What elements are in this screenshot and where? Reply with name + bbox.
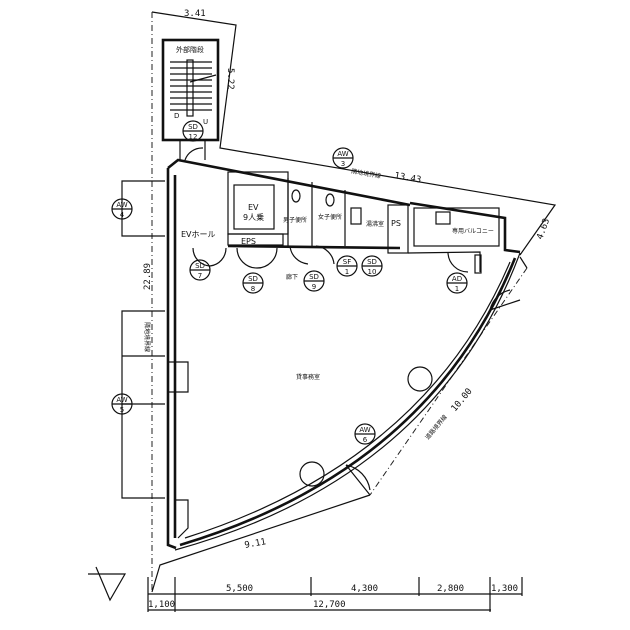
mens-wc-label: 男子便所 [283,216,307,224]
tag-number: 1 [345,268,349,276]
eps-label: EPS [241,237,256,246]
tag-aw-6: AW 6 [354,423,376,445]
building-walls [121,158,521,551]
north-boundary-label: 隣地境界線 [351,167,382,180]
dim-south: 9.11 [244,537,267,551]
ev-label: EV [248,203,259,212]
tag-number: 3 [341,160,345,168]
tag-sd-12: SD 12 [182,120,204,142]
tag-type: AW [359,426,370,434]
tag-number: 4 [120,211,125,219]
tag-number: 12 [189,133,198,141]
ps-label: PS [391,219,401,228]
dim-4300: 4,300 [351,584,378,594]
tag-sd-9: SD 9 [303,270,325,292]
tag-type: AW [116,201,127,209]
north-arrow-icon [88,566,127,602]
ev-hall-label: EVホール [181,230,216,239]
tag-number: 6 [363,436,368,444]
tag-sd-10: SD 10 [361,255,383,277]
dim-2800: 2,800 [437,584,464,594]
tag-type: SD [248,275,258,283]
tag-sd-7: SD 7 [189,259,211,281]
tag-aw-3: AW 3 [332,147,354,169]
west-boundary-label: 隣地境界線 [143,322,151,352]
stair-down-label: D [174,112,179,120]
dimension-lines [147,577,523,612]
dim-top-left: 3.41 [184,9,206,19]
corridor-label: 廊下 [286,273,298,281]
balcony-label: 専用バルコニー [452,227,494,235]
tag-type: SD [195,262,205,270]
tag-type: AW [337,150,348,158]
tag-sf-1: SF 1 [336,255,358,277]
exterior-stair [161,38,220,161]
tag-sd-8: SD 8 [242,272,264,294]
tag-number: 10 [368,268,377,276]
tag-number: 5 [120,406,124,414]
tag-type: AD [452,275,462,283]
dim-west: 22.89 [143,263,153,290]
tag-type: AW [116,396,127,404]
dim-5500: 5,500 [226,584,253,594]
tag-aw-4: AW 4 [111,198,133,220]
stairs-label: 外部階段 [176,45,204,54]
dim-12700: 12,700 [313,600,346,610]
office-label: 貸事務室 [296,373,320,381]
tag-ad-1: AD 1 [446,272,468,294]
tag-type: SD [309,273,319,281]
womens-wc-label: 女子便所 [318,213,342,221]
dim-1100: 1,100 [148,600,175,610]
dim-arc: 10.00 [450,387,475,414]
stair-up-label: U [203,118,208,126]
tag-number: 1 [455,285,459,293]
dim-north: 13.43 [393,171,421,186]
ev-capacity-label: 9人乗 [243,212,264,222]
tag-type: SF [343,258,351,266]
kitchenette-label: 湯沸室 [366,220,384,228]
dim-1300: 1,300 [491,584,518,594]
tag-type: SD [367,258,377,266]
tag-number: 7 [198,272,202,280]
tag-type: SD [188,123,198,131]
tag-aw-5: AW 5 [111,393,133,415]
dim-east: 4.63 [535,217,552,241]
site-boundary [151,11,557,593]
dim-stair-side: 5.22 [225,68,235,90]
road-boundary-label: 道路境界線 [423,413,448,441]
tag-number: 9 [312,283,316,291]
tag-number: 8 [251,285,255,293]
